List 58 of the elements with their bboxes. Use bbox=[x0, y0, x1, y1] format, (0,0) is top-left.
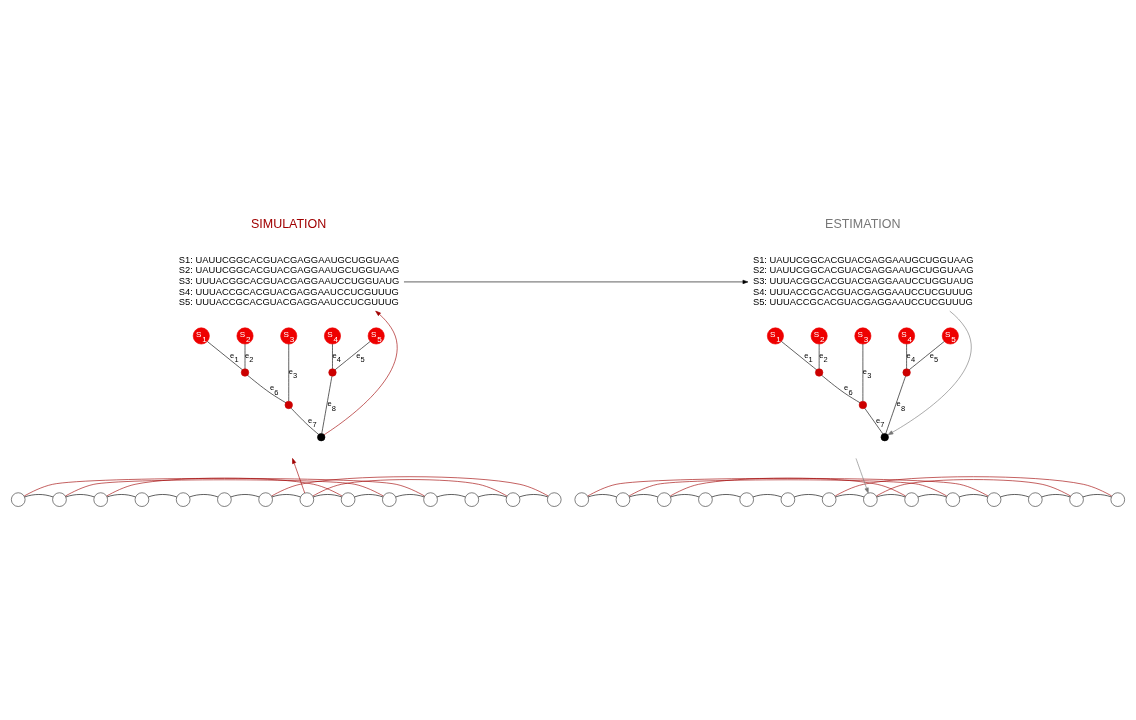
connector bbox=[834, 476, 1112, 497]
node-circle bbox=[574, 492, 589, 507]
node-circle bbox=[698, 492, 713, 507]
connector bbox=[587, 478, 989, 497]
connector bbox=[885, 375, 906, 434]
node-circle bbox=[821, 492, 837, 507]
node-circle bbox=[863, 492, 878, 507]
label: ESTIMATION bbox=[825, 216, 901, 231]
node-circle bbox=[505, 492, 521, 507]
node-circle bbox=[176, 492, 191, 507]
node-circle bbox=[1069, 492, 1084, 507]
arrow bbox=[403, 279, 749, 284]
node-circle bbox=[11, 492, 26, 507]
connector bbox=[271, 476, 549, 497]
node-text: S1: UAUUCGGCACGUACGAGGAAUGCUGGUAAG S2: UAUUCGGCACGUACGAGGAAUGCUGGUAAG S3: UUUACGGCACGUACGAGGAAUCCUGGUAUG S4: UUUACCGCACGUACGAGGAAUCCUCGUUUG S5: UUUACCGCACGUACGAGGAAUCCUCGUUUG bbox=[178, 254, 400, 308]
connector bbox=[106, 477, 343, 497]
node-circle bbox=[240, 368, 250, 377]
connector bbox=[876, 479, 1071, 497]
node-circle bbox=[134, 492, 150, 507]
node-circle bbox=[1028, 492, 1043, 507]
node-circle bbox=[986, 492, 1002, 507]
arrow bbox=[292, 458, 306, 494]
connector bbox=[24, 478, 425, 497]
node-circle bbox=[945, 492, 960, 507]
node-circle bbox=[382, 492, 397, 507]
connector bbox=[65, 479, 384, 497]
label: SIMULATION bbox=[250, 216, 327, 231]
node-text: S1: UAUUCGGCACGUACGAGGAAUGCUGGUAAG S2: UAUUCGGCACGUACGAGGAAUGCUGGUAAG S3: UUUACGGCACGUACGAGGAAUCCUGGUAUG S4: UUUACCGCACGUACGAGGAAUCCUCGUUUG S5: UUUACCGCACGUACGAGGAAUCCUCGUUUG bbox=[752, 254, 974, 308]
node-circle bbox=[780, 492, 796, 507]
node-circle bbox=[547, 492, 562, 507]
node-circle bbox=[340, 492, 356, 507]
node-circle bbox=[299, 492, 315, 507]
connector bbox=[669, 477, 906, 497]
node-circle bbox=[880, 433, 889, 442]
connector bbox=[290, 407, 319, 435]
node-circle bbox=[858, 400, 867, 410]
connector bbox=[864, 407, 884, 435]
node-circle bbox=[317, 433, 326, 442]
node-circle bbox=[258, 492, 273, 507]
node-circle bbox=[1110, 492, 1125, 507]
node-circle bbox=[464, 492, 479, 507]
node-circle bbox=[328, 368, 337, 377]
node-circle bbox=[615, 492, 631, 507]
connector bbox=[312, 479, 508, 497]
connector bbox=[628, 479, 948, 497]
node-circle bbox=[52, 492, 67, 507]
arrow bbox=[855, 458, 869, 494]
node-circle bbox=[217, 492, 232, 507]
node-circle bbox=[739, 492, 754, 507]
node-circle bbox=[93, 492, 108, 507]
arrow bbox=[887, 310, 972, 436]
node-circle bbox=[284, 400, 293, 410]
node-circle bbox=[902, 368, 911, 377]
node-circle bbox=[423, 492, 438, 507]
node-circle bbox=[815, 368, 824, 377]
node-circle bbox=[657, 492, 672, 507]
connector bbox=[321, 376, 333, 434]
node-circle bbox=[904, 492, 919, 507]
